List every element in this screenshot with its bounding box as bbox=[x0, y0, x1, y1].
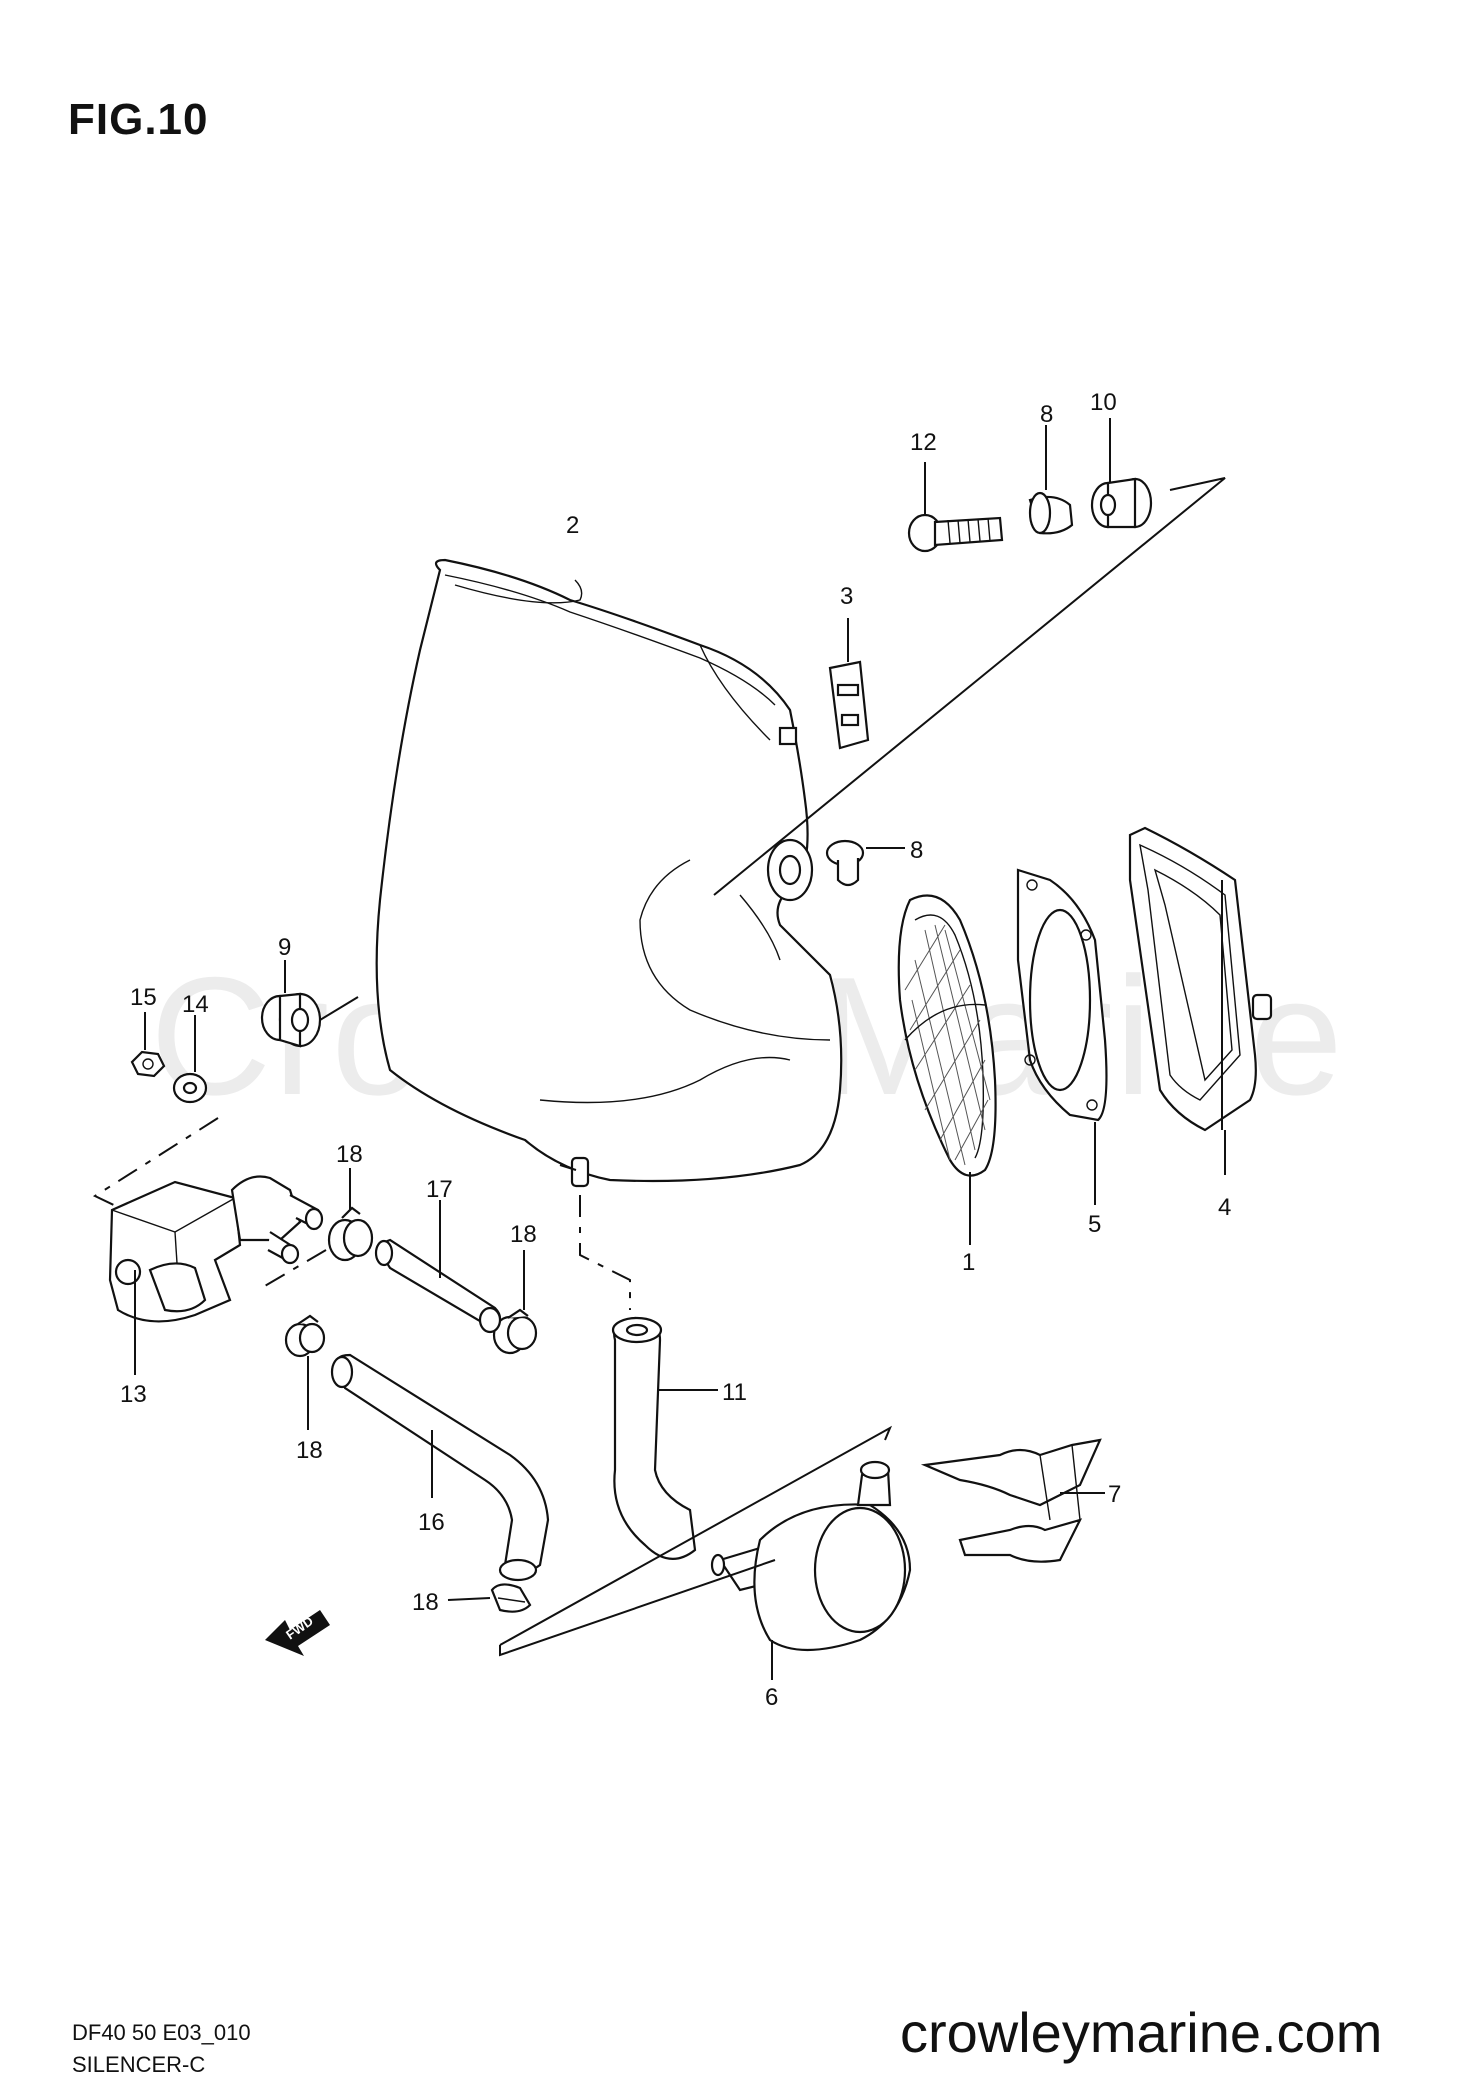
callout-5: 5 bbox=[1088, 1211, 1101, 1238]
callout-2: 2 bbox=[566, 512, 579, 539]
leader-6-bottom bbox=[499, 1559, 776, 1657]
callout-labels: 1 2 3 4 5 6 7 8 8 9 10 11 12 13 14 15 16… bbox=[120, 389, 1231, 1711]
callout-3: 3 bbox=[840, 583, 853, 610]
part-16-hose bbox=[330, 1353, 550, 1582]
part-9-grommet bbox=[260, 960, 359, 1048]
part-15-nut bbox=[130, 1012, 166, 1078]
callout-13: 13 bbox=[120, 1381, 147, 1408]
part-11-hose bbox=[611, 1316, 718, 1560]
part-10-grommet bbox=[1090, 418, 1153, 529]
part-18-clamp-c bbox=[284, 1314, 326, 1430]
callout-8-lower: 8 bbox=[910, 837, 923, 864]
callout-1: 1 bbox=[962, 1249, 975, 1276]
leader-13-bottom bbox=[257, 1249, 327, 1291]
fwd-arrow-icon: FWD bbox=[265, 1610, 330, 1656]
callout-18-c: 18 bbox=[296, 1437, 323, 1464]
figure-title: FIG.10 bbox=[68, 95, 209, 144]
callout-12: 12 bbox=[910, 429, 937, 456]
part-14-washer bbox=[172, 1015, 208, 1104]
callout-18-d: 18 bbox=[412, 1589, 439, 1616]
part-2-silencer-case bbox=[375, 558, 843, 1188]
callout-9: 9 bbox=[278, 934, 291, 961]
site-url: crowleymarine.com bbox=[900, 2001, 1383, 2064]
part-3-clip bbox=[828, 618, 870, 750]
callout-4: 4 bbox=[1218, 1194, 1231, 1221]
part-13-valve bbox=[108, 1175, 324, 1375]
part-18-clamp-a bbox=[327, 1168, 374, 1262]
part-12-bolt bbox=[907, 462, 1004, 553]
callout-8-top: 8 bbox=[1040, 401, 1053, 428]
callout-7: 7 bbox=[1108, 1481, 1121, 1508]
part-18-clamp-d bbox=[447, 1583, 532, 1613]
callout-15: 15 bbox=[130, 984, 157, 1011]
figure-name: SILENCER-C bbox=[72, 2052, 206, 2077]
part-8-collar-top bbox=[1028, 425, 1074, 535]
callout-16: 16 bbox=[418, 1509, 445, 1536]
part-1-screen bbox=[897, 894, 997, 1245]
callout-14: 14 bbox=[182, 991, 209, 1018]
callout-10: 10 bbox=[1090, 389, 1117, 416]
part-18-clamp-b bbox=[492, 1250, 538, 1355]
callout-18-b: 18 bbox=[510, 1221, 537, 1248]
part-5-gasket bbox=[1016, 868, 1108, 1205]
callout-11: 11 bbox=[722, 1379, 747, 1406]
leader-13-top bbox=[92, 1117, 219, 1209]
part-8-collar-lower bbox=[825, 839, 905, 887]
figure-code: DF40 50 E03_010 bbox=[72, 2020, 251, 2045]
leader-11-top bbox=[579, 1195, 631, 1310]
callout-18-a: 18 bbox=[336, 1141, 363, 1168]
callout-6: 6 bbox=[765, 1684, 778, 1711]
part-4-cover bbox=[1128, 826, 1273, 1175]
callout-17: 17 bbox=[426, 1176, 453, 1203]
part-17-hose bbox=[374, 1200, 502, 1334]
part-6-filter bbox=[710, 1460, 912, 1680]
leader-6-assembly bbox=[499, 1425, 893, 1646]
leader-assembly-top bbox=[713, 477, 1226, 896]
part-7-bracket bbox=[920, 1438, 1105, 1563]
